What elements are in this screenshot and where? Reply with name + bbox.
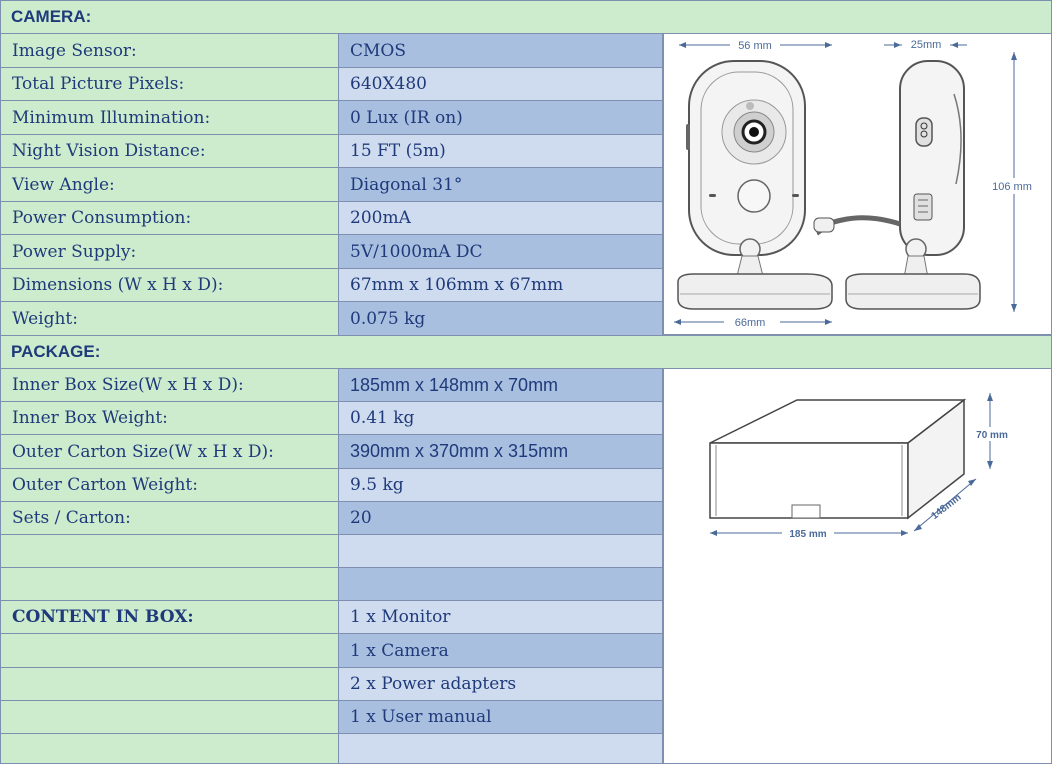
empty-cell bbox=[0, 534, 338, 567]
spec-value: 640X480 bbox=[338, 67, 663, 100]
camera-section-header: CAMERA: bbox=[0, 0, 1052, 33]
spec-row-night-vision: Night Vision Distance: 15 FT (5m) bbox=[0, 134, 663, 167]
spec-label: Image Sensor: bbox=[0, 33, 338, 67]
box-height-label: 70 mm bbox=[976, 430, 1008, 441]
spec-label: Total Picture Pixels: bbox=[0, 67, 338, 100]
spec-label: Minimum Illumination: bbox=[0, 100, 338, 134]
spec-value: 0.41 kg bbox=[338, 401, 663, 434]
spec-value: 200mA bbox=[338, 201, 663, 234]
empty-cell bbox=[0, 733, 338, 764]
box-side bbox=[907, 398, 965, 520]
empty-cell bbox=[0, 567, 338, 600]
spec-row-image-sensor: Image Sensor: CMOS bbox=[0, 33, 663, 67]
power-button-icon bbox=[737, 179, 771, 213]
content-item: 2 x Power adapters bbox=[338, 667, 663, 700]
package-diagram: 70 mm 148mm 185 mm bbox=[709, 393, 1014, 540]
spec-value: 20 bbox=[338, 501, 663, 534]
box-depth-arrow bbox=[913, 478, 977, 532]
package-dimension-image: 70 mm 148mm 185 mm bbox=[663, 368, 1052, 764]
spec-value: 15 FT (5m) bbox=[338, 134, 663, 167]
camera-diagram: 56 mm 25mm bbox=[674, 37, 1046, 329]
camera-depth-label: 25mm bbox=[911, 39, 942, 51]
box-width-label: 185 mm bbox=[789, 529, 826, 540]
package-heading: PACKAGE: bbox=[11, 342, 101, 361]
arrow-head bbox=[679, 42, 686, 48]
content-row-1: CONTENT IN BOX: 1 x Monitor bbox=[0, 600, 663, 633]
camera-base-label: 66mm bbox=[735, 317, 766, 329]
spec-label: Outer Carton Weight: bbox=[0, 468, 338, 501]
content-item: 1 x User manual bbox=[338, 700, 663, 733]
spec-row-weight: Weight: 0.075 kg bbox=[0, 301, 663, 335]
spec-label: Power Supply: bbox=[0, 234, 338, 268]
camera-dimension-image: 56 mm 25mm bbox=[663, 33, 1052, 335]
content-row-3: 2 x Power adapters bbox=[0, 667, 663, 700]
spec-label: Sets / Carton: bbox=[0, 501, 338, 534]
content-heading: CONTENT IN BOX: bbox=[0, 600, 338, 633]
spec-label: View Angle: bbox=[0, 167, 338, 201]
spec-row-power-consumption: Power Consumption: 200mA bbox=[0, 201, 663, 234]
empty-row bbox=[0, 534, 663, 567]
empty-cell bbox=[338, 534, 663, 567]
content-row-2: 1 x Camera bbox=[0, 633, 663, 667]
spec-label: Weight: bbox=[0, 301, 338, 335]
spec-row-view-angle: View Angle: Diagonal 31° bbox=[0, 167, 663, 201]
camera-front-base bbox=[677, 273, 833, 310]
spec-value: 185mm x 148mm x 70mm bbox=[338, 368, 663, 401]
camera-heading: CAMERA: bbox=[11, 7, 92, 26]
spec-row-total-pixels: Total Picture Pixels: 640X480 bbox=[0, 67, 663, 100]
empty-cell bbox=[0, 667, 338, 700]
spec-row-sets-per-carton: Sets / Carton: 20 bbox=[0, 501, 663, 534]
spec-row-outer-carton-weight: Outer Carton Weight: 9.5 kg bbox=[0, 468, 663, 501]
spec-value: 0.075 kg bbox=[338, 301, 663, 335]
spec-row-outer-carton-size: Outer Carton Size(W x H x D): 390mm x 37… bbox=[0, 434, 663, 468]
spec-value: 390mm x 370mm x 315mm bbox=[338, 434, 663, 468]
spec-value: 5V/1000mA DC bbox=[338, 234, 663, 268]
spec-label: Inner Box Weight: bbox=[0, 401, 338, 434]
empty-row bbox=[0, 733, 663, 764]
spec-label: Outer Carton Size(W x H x D): bbox=[0, 434, 338, 468]
spec-label: Inner Box Size(W x H x D): bbox=[0, 368, 338, 401]
camera-width-label: 56 mm bbox=[738, 40, 772, 52]
spec-label: Night Vision Distance: bbox=[0, 134, 338, 167]
spec-value: 0 Lux (IR on) bbox=[338, 100, 663, 134]
camera-side-body bbox=[899, 60, 965, 256]
camera-height-label: 106 mm bbox=[992, 181, 1032, 193]
spec-row-inner-box-size: Inner Box Size(W x H x D): 185mm x 148mm… bbox=[0, 368, 663, 401]
spec-label: Power Consumption: bbox=[0, 201, 338, 234]
spec-label: Dimensions (W x H x D): bbox=[0, 268, 338, 301]
content-row-4: 1 x User manual bbox=[0, 700, 663, 733]
empty-row bbox=[0, 567, 663, 600]
content-item: 1 x Camera bbox=[338, 633, 663, 667]
empty-cell bbox=[0, 633, 338, 667]
content-item: 1 x Monitor bbox=[338, 600, 663, 633]
package-section-header: PACKAGE: bbox=[0, 335, 1052, 368]
empty-cell bbox=[338, 733, 663, 764]
spec-value: Diagonal 31° bbox=[338, 167, 663, 201]
arrow-head bbox=[825, 42, 832, 48]
spec-value: CMOS bbox=[338, 33, 663, 67]
spec-row-power-supply: Power Supply: 5V/1000mA DC bbox=[0, 234, 663, 268]
empty-cell bbox=[0, 700, 338, 733]
spec-row-min-illumination: Minimum Illumination: 0 Lux (IR on) bbox=[0, 100, 663, 134]
spec-value: 67mm x 106mm x 67mm bbox=[338, 268, 663, 301]
camera-side-base bbox=[845, 273, 981, 310]
spec-row-inner-box-weight: Inner Box Weight: 0.41 kg bbox=[0, 401, 663, 434]
empty-cell bbox=[338, 567, 663, 600]
spec-value: 9.5 kg bbox=[338, 468, 663, 501]
spec-row-dimensions: Dimensions (W x H x D): 67mm x 106mm x 6… bbox=[0, 268, 663, 301]
